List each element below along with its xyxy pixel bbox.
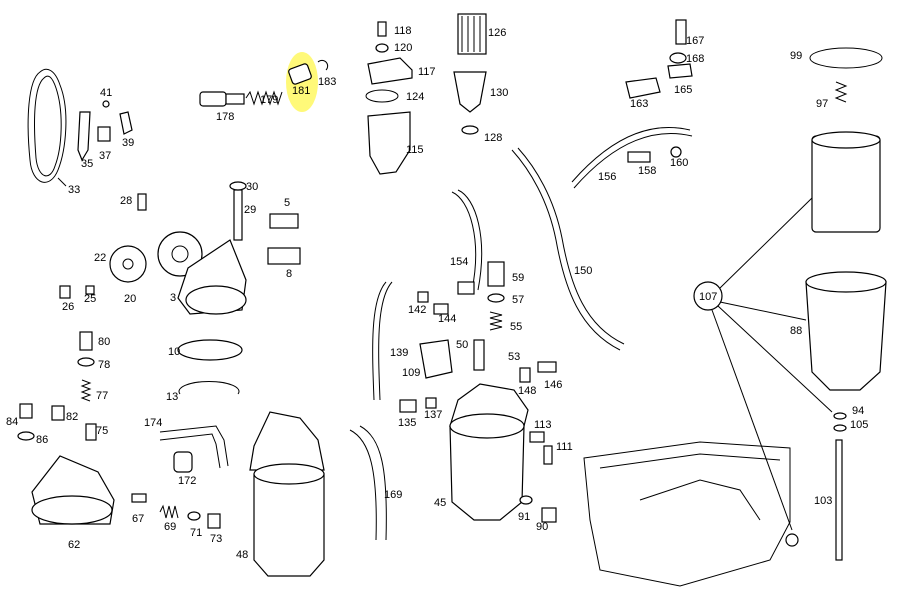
label-48: 48 <box>236 549 248 561</box>
callout-labels: 33 35 37 39 41 178 179 181 183 118 120 1… <box>6 25 868 561</box>
label-179: 179 <box>260 94 278 106</box>
label-45: 45 <box>434 497 446 509</box>
label-37: 37 <box>99 150 111 162</box>
label-69: 69 <box>164 521 176 533</box>
label-146: 146 <box>544 379 562 391</box>
label-10: 10 <box>168 346 180 358</box>
label-78: 78 <box>98 359 110 371</box>
label-30: 30 <box>246 181 258 193</box>
center-parts <box>349 189 557 541</box>
label-172: 172 <box>178 475 196 487</box>
label-3: 3 <box>170 292 176 304</box>
label-169: 169 <box>384 489 402 501</box>
belt-33 <box>27 68 67 187</box>
label-163: 163 <box>630 98 648 110</box>
label-135: 135 <box>398 417 416 429</box>
label-67: 67 <box>132 513 144 525</box>
label-80: 80 <box>98 336 110 348</box>
label-91: 91 <box>518 511 530 523</box>
filter-housing-48 <box>249 411 325 577</box>
label-97: 97 <box>816 98 828 110</box>
label-75: 75 <box>96 425 108 437</box>
fuel-lines <box>511 126 693 351</box>
label-128: 128 <box>484 132 502 144</box>
filter-head-117 <box>365 21 413 175</box>
label-144: 144 <box>438 313 456 325</box>
label-90: 90 <box>536 521 548 533</box>
label-29: 29 <box>244 204 256 216</box>
filter-housing-column <box>693 47 887 561</box>
label-117: 117 <box>418 66 436 78</box>
label-105: 105 <box>850 419 868 431</box>
pump-assembly-3 <box>59 181 301 315</box>
label-8: 8 <box>286 268 292 280</box>
label-25: 25 <box>84 293 96 305</box>
label-154: 154 <box>450 256 468 268</box>
label-77: 77 <box>96 390 108 402</box>
label-113: 113 <box>534 419 552 431</box>
plunger-group <box>199 52 329 112</box>
label-22: 22 <box>94 252 106 264</box>
label-39: 39 <box>122 137 134 149</box>
label-165: 165 <box>674 84 692 96</box>
label-33: 33 <box>68 184 80 196</box>
label-118: 118 <box>394 25 412 37</box>
label-41: 41 <box>100 87 112 99</box>
label-28: 28 <box>120 195 132 207</box>
label-150: 150 <box>574 265 592 277</box>
label-109: 109 <box>402 367 420 379</box>
label-168: 168 <box>686 53 704 65</box>
bracket-35-37-39-41 <box>77 100 133 162</box>
label-120: 120 <box>394 42 412 54</box>
label-107: 107 <box>699 291 717 303</box>
label-181: 181 <box>292 85 310 97</box>
oil-pan <box>583 441 799 587</box>
small-parts-163-168 <box>625 19 693 99</box>
label-126: 126 <box>488 27 506 39</box>
label-94: 94 <box>852 405 864 417</box>
label-26: 26 <box>62 301 74 313</box>
filter-housing-45 <box>449 383 557 523</box>
label-73: 73 <box>210 533 222 545</box>
label-71: 71 <box>190 527 202 539</box>
label-62: 62 <box>68 539 80 551</box>
label-158: 158 <box>638 165 656 177</box>
label-142: 142 <box>408 304 426 316</box>
label-20: 20 <box>124 293 136 305</box>
label-88: 88 <box>790 325 802 337</box>
label-160: 160 <box>670 157 688 169</box>
label-124: 124 <box>406 91 424 103</box>
label-55: 55 <box>510 321 522 333</box>
label-84: 84 <box>6 416 18 428</box>
label-57: 57 <box>512 294 524 306</box>
label-86: 86 <box>36 434 48 446</box>
filter-element-126-130 <box>453 13 487 135</box>
label-59: 59 <box>512 272 524 284</box>
label-167: 167 <box>686 35 704 47</box>
label-111: 111 <box>556 441 573 453</box>
label-53: 53 <box>508 351 520 363</box>
left-lower-parts <box>17 331 243 529</box>
label-35: 35 <box>81 158 93 170</box>
label-82: 82 <box>66 411 78 423</box>
label-137: 137 <box>424 409 442 421</box>
label-156: 156 <box>598 171 616 183</box>
label-115: 115 <box>406 144 424 156</box>
label-139: 139 <box>390 347 408 359</box>
label-99: 99 <box>790 50 802 62</box>
label-103: 103 <box>814 495 832 507</box>
label-130: 130 <box>490 87 508 99</box>
label-174: 174 <box>144 417 162 429</box>
label-183: 183 <box>318 76 336 88</box>
label-5: 5 <box>284 197 290 209</box>
label-148: 148 <box>518 385 536 397</box>
label-50: 50 <box>456 339 468 351</box>
label-13: 13 <box>166 391 178 403</box>
label-178: 178 <box>216 111 234 123</box>
